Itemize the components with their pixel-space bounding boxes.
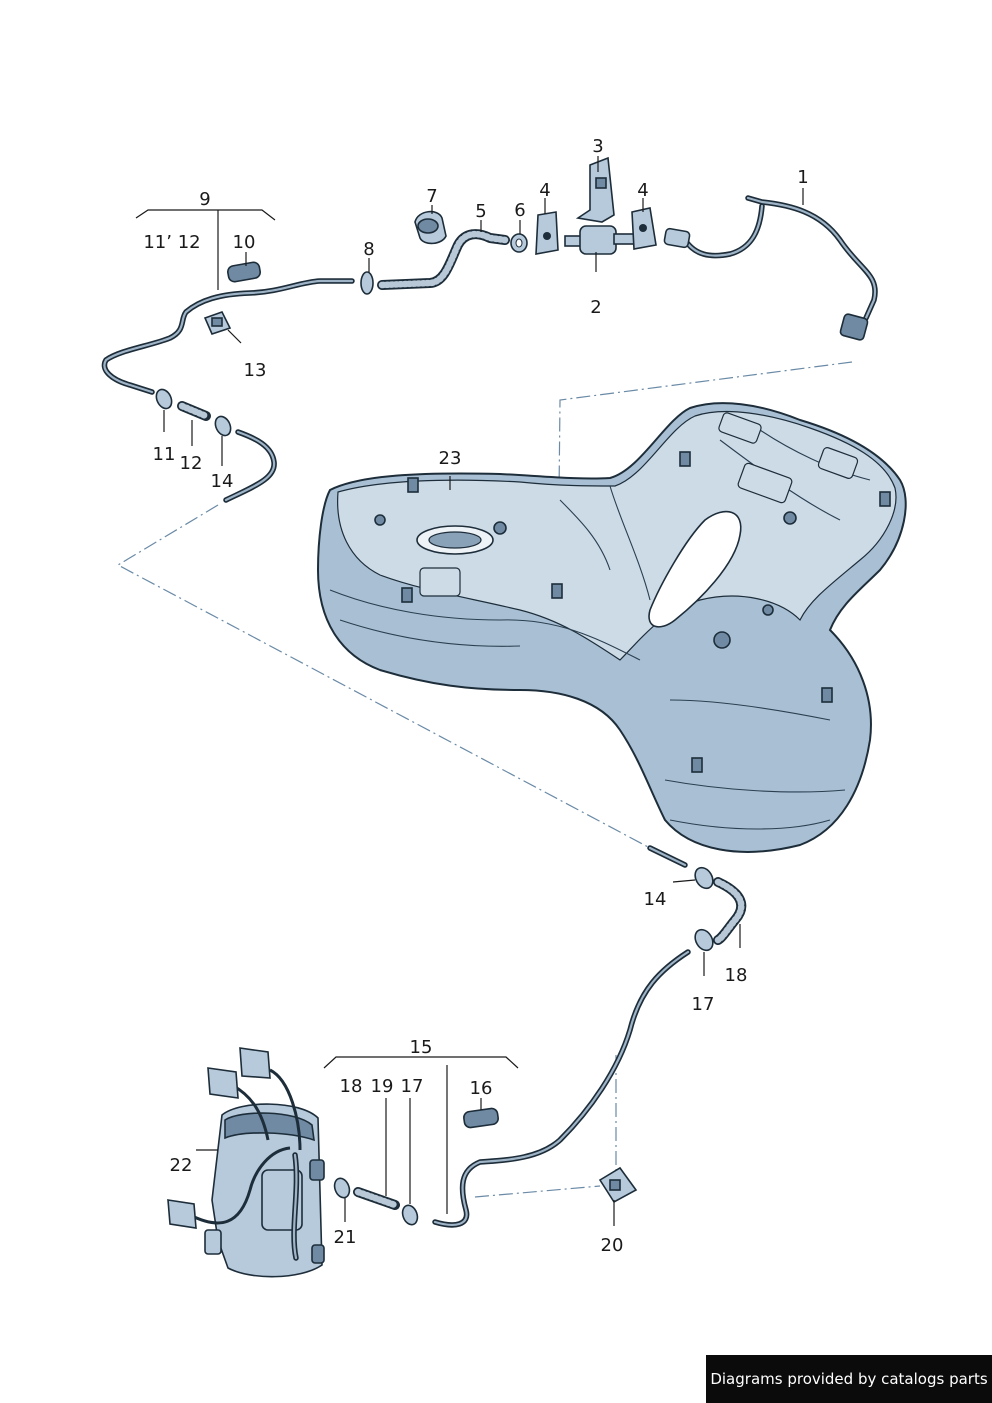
callout-17-right: 17	[692, 994, 715, 1015]
credit-banner: Diagrams provided by catalogs parts	[706, 1355, 992, 1403]
callout-20: 20	[601, 1235, 624, 1256]
callout-14-left: 14	[211, 471, 234, 492]
filter-bracket	[575, 156, 615, 223]
callout-1: 1	[797, 167, 808, 188]
fuel-filter	[564, 225, 635, 255]
seal-ring	[510, 233, 528, 253]
sleeve-10	[227, 261, 261, 283]
clamp-11	[155, 388, 173, 410]
fuel-hose-5	[377, 229, 510, 290]
callout-22: 22	[170, 1155, 193, 1176]
callout-16: 16	[470, 1078, 493, 1099]
clamp-17-lower	[401, 1204, 419, 1226]
callout-19: 19	[371, 1076, 394, 1097]
callout-9-sub: 11’ 12	[143, 232, 200, 253]
holder-20	[598, 1166, 638, 1204]
callout-15: 15	[410, 1037, 433, 1058]
callout-6: 6	[514, 200, 525, 221]
holder-13	[203, 311, 232, 335]
hose-19	[353, 1187, 400, 1210]
callout-10: 10	[233, 232, 256, 253]
callout-labels: 1 2 3 4 4 5 6 7 8 9 11’ 12 10 13 11 12 1…	[143, 136, 808, 1256]
fuel-line-9	[101, 278, 355, 395]
callout-4-right: 4	[637, 180, 648, 201]
leader-lines	[135, 156, 804, 1226]
hose-12	[177, 401, 211, 421]
pipe-clip-left	[535, 211, 559, 255]
callout-18-lower: 18	[340, 1076, 363, 1097]
callout-9: 9	[199, 189, 210, 210]
protective-sleeve	[414, 210, 447, 245]
hose-clamp-8	[360, 271, 374, 295]
sleeve-16	[463, 1107, 499, 1129]
callout-3: 3	[592, 136, 603, 157]
callout-5: 5	[475, 201, 486, 222]
callout-13: 13	[244, 360, 267, 381]
callout-18-right: 18	[725, 965, 748, 986]
fuel-line-lower	[432, 845, 747, 1228]
clamp-14-top	[214, 415, 232, 437]
callout-14-right: 14	[644, 889, 667, 910]
tank-studs	[401, 451, 891, 773]
fuel-line-1	[663, 195, 878, 341]
fuel-tank	[316, 402, 907, 853]
fuel-line-14	[223, 429, 277, 503]
callout-7: 7	[426, 186, 437, 207]
clamp-21	[333, 1177, 351, 1199]
callout-21: 21	[334, 1227, 357, 1248]
callout-17-lower: 17	[401, 1076, 424, 1097]
pipe-clip-right	[631, 207, 657, 250]
activated-charcoal-canister	[167, 1047, 325, 1278]
callout-8: 8	[363, 239, 374, 260]
callout-12: 12	[180, 453, 203, 474]
callout-11: 11	[153, 444, 176, 465]
callout-2: 2	[590, 297, 601, 318]
callout-23: 23	[439, 448, 462, 469]
callout-4-left: 4	[539, 180, 550, 201]
